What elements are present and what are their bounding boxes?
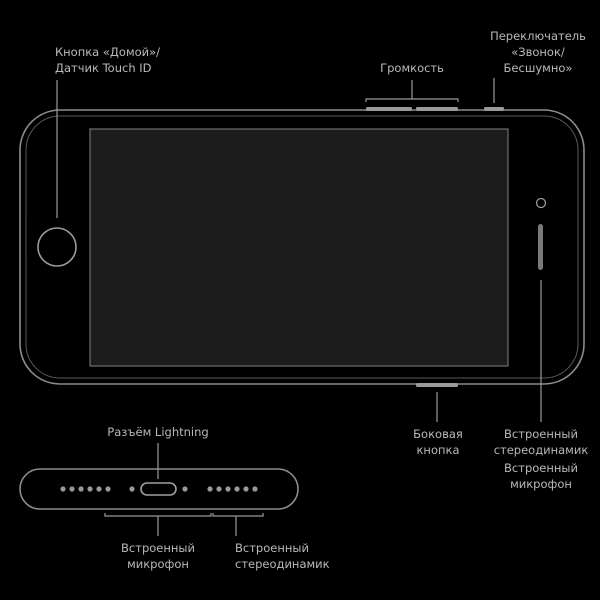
speaker-bottom-bracket	[212, 513, 264, 517]
speaker-hole	[225, 486, 231, 492]
speaker-hole	[234, 486, 240, 492]
label-side-button-line1: Боковая	[413, 427, 463, 441]
label-ring-silent-line3: Бесшумно»	[503, 61, 573, 75]
earpiece-speaker	[538, 224, 543, 270]
volume-up-button	[366, 107, 412, 111]
label-lightning-text: Разъём Lightning	[107, 425, 209, 439]
screw-left	[129, 486, 135, 492]
screw-right	[182, 486, 188, 492]
ring-silent-switch	[484, 107, 504, 111]
label-stereo-speaker-bottom-line1: Встроенный	[235, 541, 309, 555]
label-microphone-bottom-line2: микрофон	[127, 557, 189, 571]
phone-body-outer	[19, 109, 585, 385]
label-ring-silent-line2: «Звонок/	[511, 45, 565, 59]
label-volume-text: Громкость	[380, 61, 444, 75]
microphone-bottom-bracket	[104, 513, 212, 517]
microphone-hole	[60, 486, 66, 492]
volume-leader	[365, 98, 459, 102]
label-stereo-speaker-bottom: Встроенный стереодинамик	[235, 540, 330, 572]
label-home-button: Кнопка «Домой»/ Датчик Touch ID	[55, 44, 160, 76]
side-button	[416, 383, 458, 387]
label-ring-silent-line1: Переключатель	[490, 29, 586, 43]
phone-body-inner	[25, 115, 579, 379]
microphone-hole	[105, 486, 111, 492]
screen	[89, 128, 509, 367]
phone-bottom-edge	[19, 468, 299, 510]
speaker-hole	[216, 486, 222, 492]
volume-down-button	[416, 107, 458, 111]
label-ring-silent: Переключатель «Звонок/ Бесшумно»	[488, 28, 588, 76]
microphone-hole	[69, 486, 75, 492]
speaker-holes	[207, 486, 258, 492]
lightning-port	[140, 482, 177, 496]
microphone-hole	[78, 486, 84, 492]
label-lightning: Разъём Lightning	[98, 424, 218, 440]
label-home-button-line1: Кнопка «Домой»/	[55, 45, 161, 59]
label-volume: Громкость	[362, 60, 462, 76]
label-stereo-speaker-right-line1: Встроенный	[504, 427, 578, 441]
label-side-button-line2: кнопка	[416, 443, 460, 457]
microphone-holes	[60, 486, 111, 492]
label-microphone-bottom: Встроенный микрофон	[110, 540, 206, 572]
label-microphone-right-line1: Встроенный	[504, 461, 578, 475]
microphone-hole	[96, 486, 102, 492]
speaker-hole	[252, 486, 258, 492]
label-home-button-line2: Датчик Touch ID	[55, 61, 152, 75]
front-camera	[535, 197, 547, 209]
speaker-hole	[243, 486, 249, 492]
label-stereo-speaker-right: Встроенный стереодинамик	[493, 426, 589, 458]
label-microphone-right: Встроенный микрофон	[493, 460, 589, 492]
label-stereo-speaker-right-line2: стереодинамик	[493, 443, 589, 457]
label-side-button: Боковая кнопка	[388, 426, 488, 458]
home-button	[37, 227, 77, 267]
speaker-hole	[207, 486, 213, 492]
label-microphone-bottom-line1: Встроенный	[121, 541, 195, 555]
label-microphone-right-line2: микрофон	[510, 477, 572, 491]
label-stereo-speaker-bottom-line2: стереодинамик	[235, 557, 330, 571]
microphone-hole	[87, 486, 93, 492]
